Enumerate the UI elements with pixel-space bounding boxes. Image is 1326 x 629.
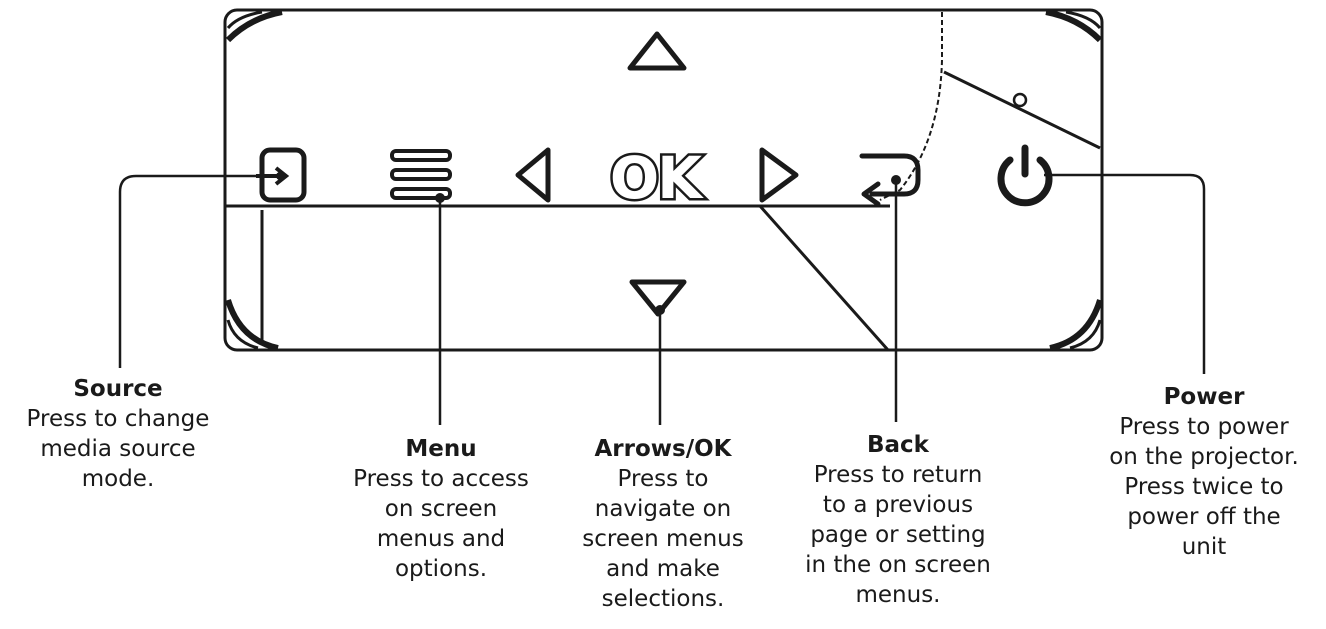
callout-arrows-description: Press to navigate on screen menus and ma…: [582, 466, 744, 612]
ok-button-label[interactable]: OK: [607, 142, 708, 215]
power-icon[interactable]: [997, 144, 1053, 207]
arrow-right-icon[interactable]: [759, 147, 799, 203]
callout-menu-description: Press to access on screen menus and opti…: [353, 466, 529, 582]
callout-power-description: Press to power on the projector. Press t…: [1109, 414, 1299, 560]
menu-icon[interactable]: [390, 149, 452, 200]
leader-source: [118, 172, 284, 368]
callout-menu: Menu Press to access on screen menus and…: [326, 434, 556, 584]
callout-source-title: Source: [73, 376, 163, 402]
arrow-down-icon[interactable]: [629, 279, 687, 317]
leader-menu: [435, 193, 445, 425]
back-return-icon[interactable]: [859, 153, 921, 207]
callout-source: Source Press to change media source mode…: [0, 374, 238, 494]
arrow-up-icon[interactable]: [627, 31, 687, 71]
leader-power: [1044, 173, 1206, 374]
callout-arrows-title: Arrows/OK: [594, 436, 732, 462]
callout-power-title: Power: [1163, 384, 1245, 410]
callout-menu-title: Menu: [405, 436, 477, 462]
arrow-left-icon[interactable]: [515, 147, 551, 203]
panel-body: [223, 8, 1104, 352]
leader-back: [891, 175, 901, 422]
callout-back-description: Press to return to a previous page or se…: [805, 462, 991, 608]
callout-back-title: Back: [867, 432, 929, 458]
callout-arrows: Arrows/OK Press to navigate on screen me…: [550, 434, 776, 614]
leader-arrows: [655, 305, 665, 425]
callout-source-description: Press to change media source mode.: [26, 406, 210, 492]
callout-power: Power Press to power on the projector. P…: [1082, 382, 1326, 562]
callout-back: Back Press to return to a previous page …: [780, 430, 1016, 610]
